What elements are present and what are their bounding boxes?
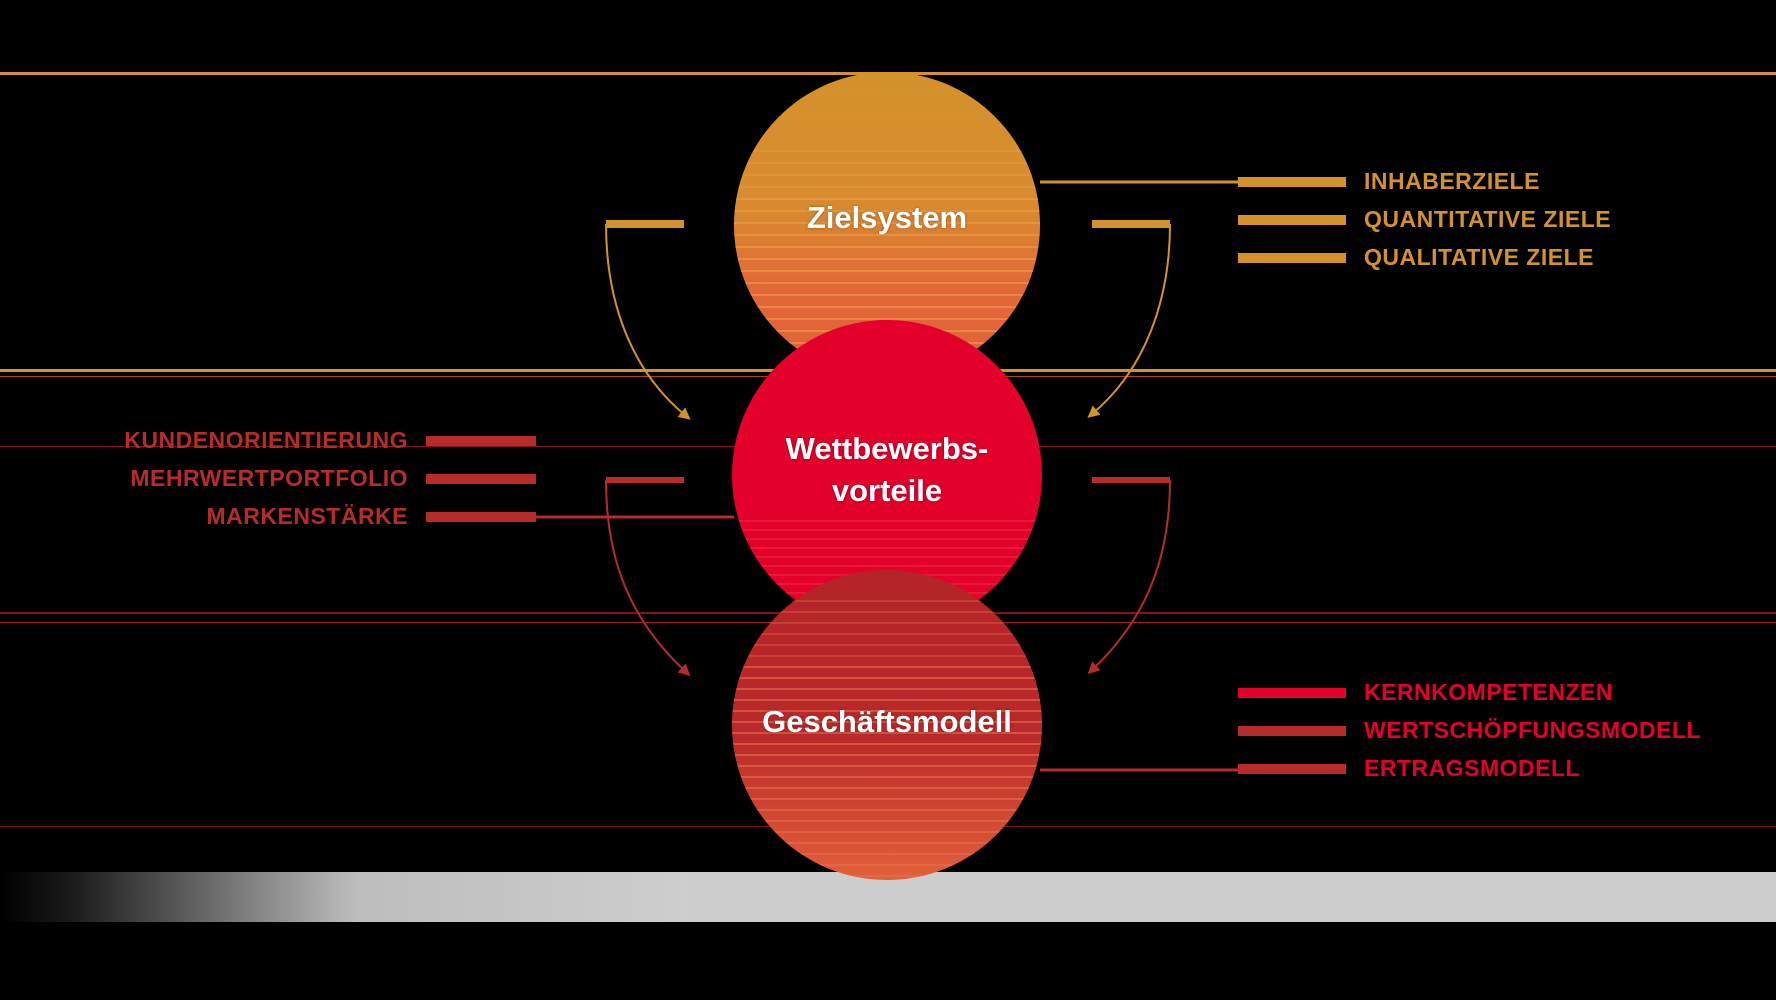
circle-stripe: [734, 318, 1040, 320]
list-item-markenstaerke: MARKENSTÄRKE: [206, 503, 408, 529]
circle-stripe: [732, 538, 1042, 540]
list-item-wertschoepfungsmodell: WERTSCHÖPFUNGSMODELL: [1364, 717, 1702, 743]
list-item-qualitative-ziele: QUALITATIVE ZIELE: [1364, 244, 1594, 270]
circle-stripe: [732, 842, 1042, 844]
circle-stripe: [734, 258, 1040, 260]
circle-stripe: [732, 754, 1042, 756]
label-wettbewerbsvorteile-line1: Wettbewerbs-: [785, 431, 989, 466]
circle-stripe: [732, 732, 1042, 734]
circle-stripe: [732, 809, 1042, 811]
list-item-quantitative-ziele: QUANTITATIVE ZIELE: [1364, 206, 1612, 232]
circle-stripe: [734, 162, 1040, 164]
list-item-inhaberziele: INHABERZIELE: [1364, 168, 1540, 194]
circle-stripe: [734, 198, 1040, 200]
list-item-kernkompetenzen: KERNKOMPETENZEN: [1364, 679, 1614, 705]
label-wettbewerbsvorteile-line2: vorteile: [831, 473, 943, 508]
list-item-ertragsmodell: ERTRAGSMODELL: [1364, 755, 1581, 781]
circle-stripe: [732, 820, 1042, 822]
circle-stripe: [734, 294, 1040, 296]
circle-zielsystem: [734, 72, 1040, 378]
circle-stripe: [732, 710, 1042, 712]
circle-stripe: [732, 776, 1042, 778]
circle-stripe: [732, 853, 1042, 855]
arrows-lower: [605, 477, 1171, 677]
circle-stripe: [732, 529, 1042, 531]
circle-stripe: [732, 677, 1042, 679]
circle-stripe: [734, 150, 1040, 152]
circle-stripe: [734, 306, 1040, 308]
circle-stripe: [734, 210, 1040, 212]
circle-stripe: [732, 622, 1042, 624]
circle-stripe: [732, 611, 1042, 613]
list-bars-geschaeftsmodell: [1238, 688, 1346, 774]
circle-stripe: [732, 655, 1042, 657]
circle-stripe: [732, 721, 1042, 723]
circle-stripe: [734, 174, 1040, 176]
circle-stripe: [732, 556, 1042, 558]
circle-stripe: [732, 565, 1042, 567]
circle-stripe: [732, 699, 1042, 701]
circle-stripe: [732, 547, 1042, 549]
list-item-kundenorientierung: KUNDENORIENTIERUNG: [124, 427, 408, 453]
list-item-mehrwertportfolio: MEHRWERTPORTFOLIO: [130, 465, 408, 491]
list-bars-wettbewerbsvorteile: [426, 436, 536, 522]
circle-geschaeftsmodell: [732, 570, 1042, 880]
bottom-gray-band-inner: [690, 872, 1776, 922]
circle-stripe: [734, 270, 1040, 272]
circle-stripe: [732, 600, 1042, 602]
circle-stripe: [732, 798, 1042, 800]
circle-stripe: [732, 633, 1042, 635]
circle-stripe: [732, 666, 1042, 668]
circle-stripe: [732, 743, 1042, 745]
circle-stripe: [732, 644, 1042, 646]
label-wettbewerbsvorteile: Wettbewerbs- vorteile: [737, 428, 1037, 512]
label-zielsystem: Zielsystem: [806, 200, 968, 235]
circle-stripe: [734, 246, 1040, 248]
circle-stripe: [732, 765, 1042, 767]
circle-stripe: [732, 875, 1042, 877]
circle-stripe: [734, 282, 1040, 284]
circle-stripe: [732, 688, 1042, 690]
circle-stripe: [732, 520, 1042, 522]
circle-stripe: [734, 234, 1040, 236]
circle-stripe: [732, 864, 1042, 866]
circle-stripe: [734, 186, 1040, 188]
arrows-upper: [605, 220, 1171, 420]
circle-stripe: [734, 222, 1040, 224]
circle-stripe: [732, 787, 1042, 789]
circle-stripe: [732, 831, 1042, 833]
label-geschaeftsmodell: Geschäftsmodell: [762, 704, 1012, 739]
list-bars-zielsystem: [1238, 177, 1346, 263]
connectors: [535, 180, 1240, 772]
